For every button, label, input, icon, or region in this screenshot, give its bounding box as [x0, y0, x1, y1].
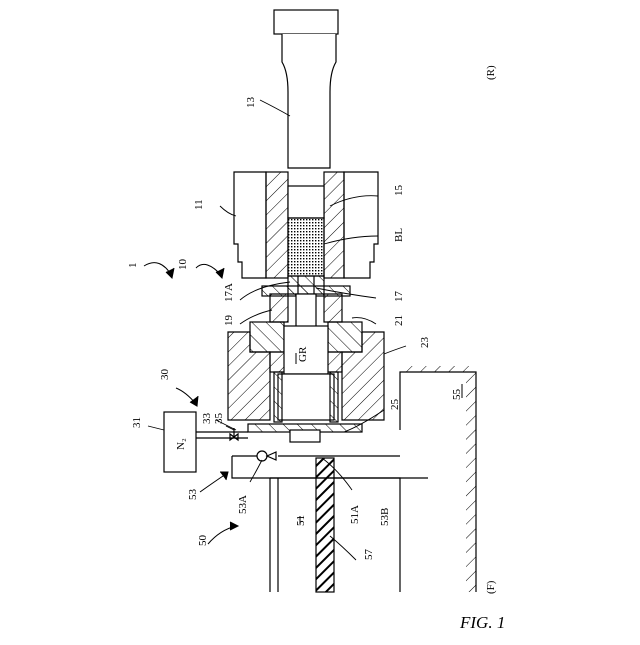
label-13: 13 — [245, 97, 257, 109]
label-35: 35 — [213, 413, 225, 425]
label-50: 50 — [197, 535, 209, 547]
label-33: 33 — [201, 413, 213, 425]
plate-25 — [248, 424, 362, 442]
label-55: 55 — [451, 389, 463, 401]
billet — [288, 218, 324, 276]
label-f: (F) — [485, 580, 497, 594]
reference-arrows — [144, 263, 238, 544]
label-11: 11 — [193, 199, 205, 210]
label-19: 19 — [223, 315, 235, 327]
pipe-33 — [196, 432, 248, 438]
label-15: 15 — [393, 185, 405, 197]
label-n2: N₂ — [175, 438, 187, 450]
plunger-tip-15 — [288, 186, 324, 218]
mold-51 — [270, 478, 278, 592]
label-10: 10 — [177, 259, 189, 271]
label-30: 30 — [159, 369, 171, 381]
label-r: (R) — [485, 65, 497, 80]
label-25: 25 — [389, 399, 401, 411]
label-57: 57 — [363, 549, 375, 561]
label-51a: 51A — [349, 505, 361, 524]
label-31: 31 — [131, 417, 143, 428]
label-gr: GR — [297, 346, 309, 362]
label-17: 17 — [393, 291, 405, 303]
label-21: 21 — [393, 315, 405, 326]
label-53a: 53A — [237, 495, 249, 514]
label-51: 51 — [295, 515, 307, 526]
label-53b: 53B — [379, 508, 391, 526]
figure-caption: FIG. 1 — [459, 613, 505, 632]
label-bl: BL — [393, 228, 405, 242]
heater-57 — [316, 458, 334, 592]
label-1: 1 — [127, 263, 139, 269]
cavity — [278, 374, 334, 420]
label-17a: 17A — [223, 283, 235, 302]
plunger-13 — [274, 10, 338, 168]
chamber-55 — [400, 366, 476, 592]
label-53: 53 — [187, 489, 199, 501]
label-23: 23 — [419, 337, 431, 349]
